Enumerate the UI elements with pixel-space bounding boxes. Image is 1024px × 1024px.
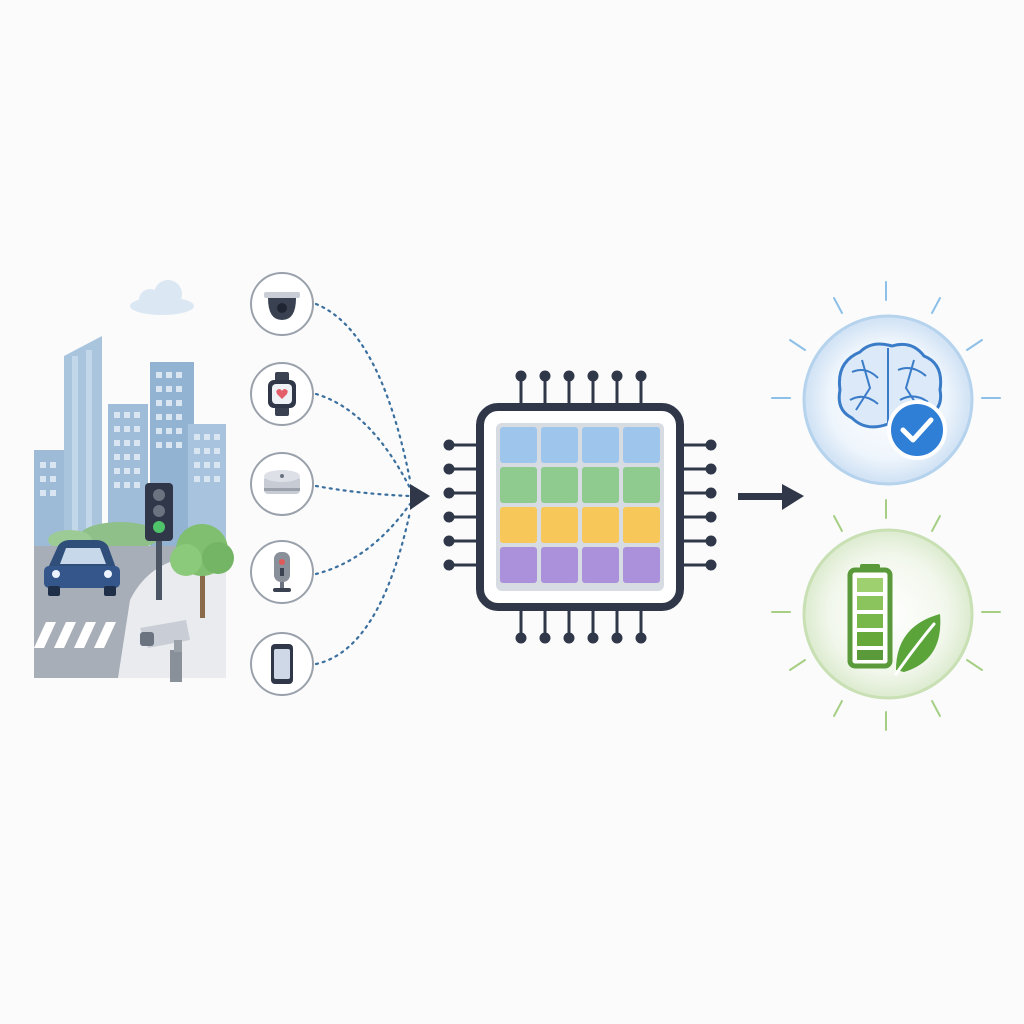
chip-pin-end — [587, 370, 599, 382]
cloud-icon — [130, 280, 194, 315]
chip-core-cell — [500, 467, 537, 503]
chip-pin-end — [515, 370, 527, 382]
data-connectors — [314, 302, 412, 666]
chip-pin-end — [705, 439, 717, 451]
chip-core-cell — [582, 547, 619, 583]
output-arrow-icon — [738, 484, 804, 510]
device-dome-camera — [250, 272, 314, 336]
chip-pin-end — [587, 632, 599, 644]
input-arrow-icon — [410, 484, 430, 510]
chip-pin-end — [705, 487, 717, 499]
chip-pin-end — [563, 632, 575, 644]
chip-pin-end — [705, 463, 717, 475]
chip-core-cell — [500, 507, 537, 543]
smartphone-icon — [271, 644, 293, 684]
dome-camera-icon — [264, 292, 300, 320]
chip-pin-end — [611, 632, 623, 644]
tree-icon — [170, 524, 234, 618]
smart-sensor-icon — [273, 552, 291, 592]
chip-pin-end — [563, 370, 575, 382]
chip-pin-end — [443, 511, 455, 523]
security-camera-icon — [140, 620, 190, 682]
chip-core-cell — [582, 467, 619, 503]
chip-core-cell — [623, 467, 660, 503]
crosswalk-icon — [34, 622, 116, 648]
traffic-light-icon — [145, 483, 173, 600]
chip-core-cell — [541, 547, 578, 583]
output-efficiency — [771, 499, 1001, 731]
chip-core-cell — [582, 427, 619, 463]
output-accuracy — [771, 281, 1001, 486]
smartwatch-icon — [268, 372, 296, 416]
building-icon — [34, 336, 226, 550]
battery-leaf-icon — [847, 564, 941, 676]
chip-core-cell — [541, 467, 578, 503]
brain-check-icon — [837, 342, 947, 460]
chip-pin-end — [705, 535, 717, 547]
device-smart-speaker — [250, 452, 314, 516]
chip-pin-end — [611, 370, 623, 382]
car-icon — [44, 540, 120, 596]
chip-pin-end — [635, 632, 647, 644]
device-smartwatch — [250, 362, 314, 426]
chip-core-cell — [500, 427, 537, 463]
device-smart-sensor — [250, 540, 314, 604]
device-column — [250, 272, 314, 696]
chip-pin-end — [705, 559, 717, 571]
ai-chip-icon — [443, 370, 717, 644]
glow-rays — [771, 499, 1001, 731]
chip-core-cell — [541, 507, 578, 543]
glow-rays — [771, 281, 1001, 399]
chip-core-cell — [623, 547, 660, 583]
chip-pin-end — [635, 370, 647, 382]
chip-core-cell — [623, 427, 660, 463]
chip-pin-end — [443, 559, 455, 571]
chip-core-cell — [582, 507, 619, 543]
city-scene — [34, 280, 234, 682]
chip-core-cell — [541, 427, 578, 463]
chip-pin-end — [539, 632, 551, 644]
device-smartphone — [250, 632, 314, 696]
chip-pin-end — [705, 511, 717, 523]
smart-speaker-icon — [264, 470, 300, 494]
chip-pin-end — [515, 632, 527, 644]
chip-core-cell — [623, 507, 660, 543]
chip-pin-end — [443, 535, 455, 547]
chip-core-cell — [500, 547, 537, 583]
chip-pin-end — [443, 487, 455, 499]
chip-pin-end — [443, 439, 455, 451]
chip-pin-end — [539, 370, 551, 382]
chip-pin-end — [443, 463, 455, 475]
chip-grid — [500, 427, 660, 583]
